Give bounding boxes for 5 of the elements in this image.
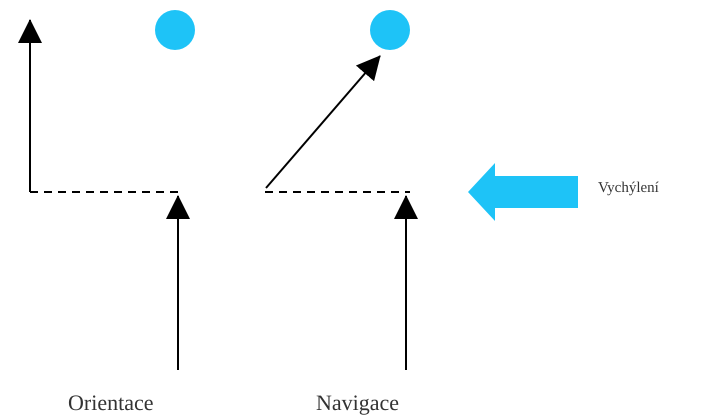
caption-label: Navigace <box>316 390 400 416</box>
target-dot <box>370 10 410 50</box>
target-dot <box>155 10 195 50</box>
caption-label: Orientace <box>68 390 154 416</box>
caption-label: Vychýlení <box>598 180 659 197</box>
